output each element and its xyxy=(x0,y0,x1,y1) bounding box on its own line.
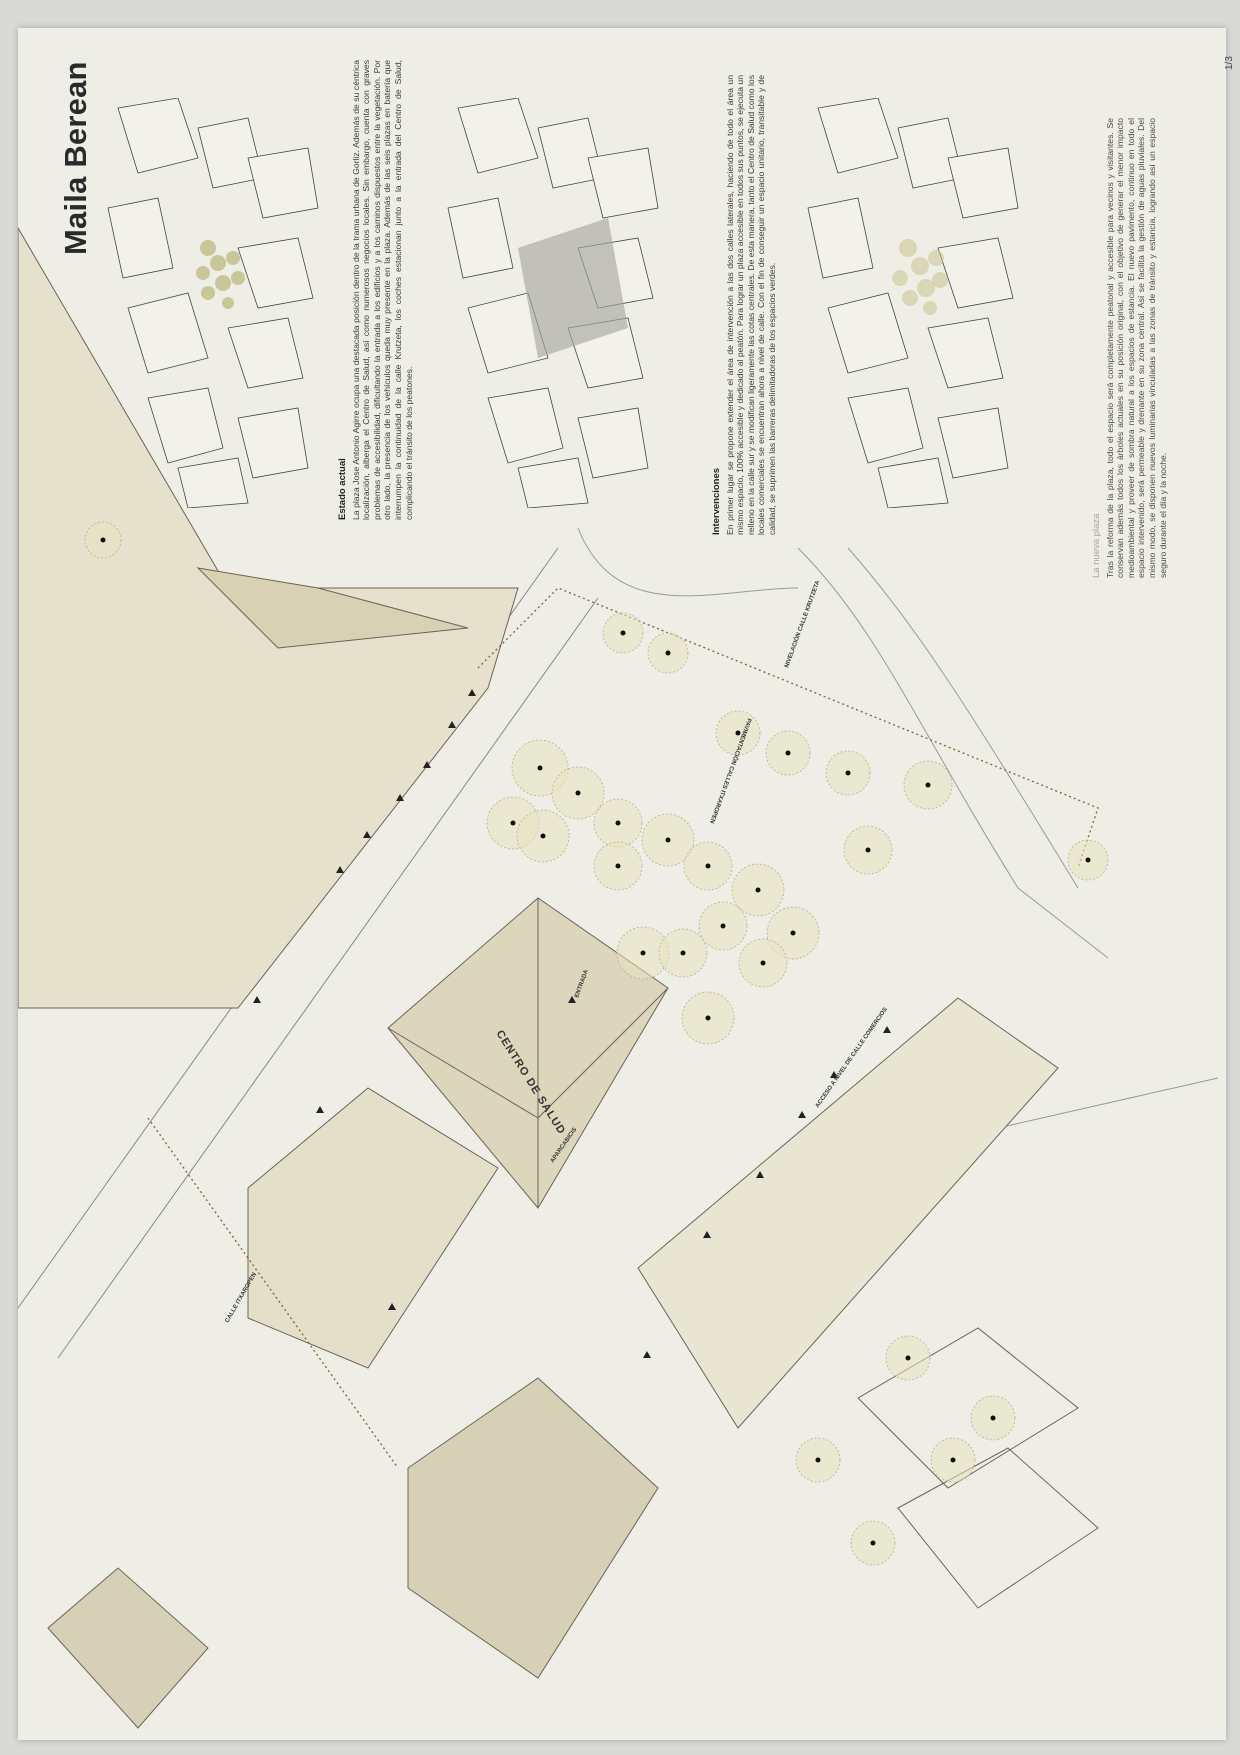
section-interventions: Intervenciones En primer lugar se propon… xyxy=(711,75,778,535)
section-title: La nueva plaza xyxy=(1091,513,1102,578)
drawing-sheet: CENTRO DE SALUD CALLE ITXAROPEN NIVELACI… xyxy=(18,28,1226,1740)
axonometric-interventions xyxy=(447,98,659,508)
section-text: En primer lugar se propone extender el á… xyxy=(724,75,777,535)
author-name: Maila Berean xyxy=(58,61,93,255)
section-title: Estado actual xyxy=(337,458,348,520)
axonometric-new-plaza xyxy=(807,98,1019,508)
section-new-plaza: La nueva plaza Tras la reforma de la pla… xyxy=(1091,118,1168,578)
leveling-label: NIVELACIÓN CALLE KRUTZETA xyxy=(782,579,821,669)
site-plan: CENTRO DE SALUD CALLE ITXAROPEN NIVELACI… xyxy=(18,227,1219,1729)
section-text: La plaza Jose Antonio Agirre ocupa una d… xyxy=(350,60,414,520)
page-number: 1/3 xyxy=(1224,56,1235,70)
section-title: Intervenciones xyxy=(711,467,722,535)
section-current-state: Estado actual La plaza Jose Antonio Agir… xyxy=(337,60,414,520)
axonometric-current xyxy=(107,98,319,508)
section-text: Tras la reforma de la plaza, todo el esp… xyxy=(1104,118,1168,578)
